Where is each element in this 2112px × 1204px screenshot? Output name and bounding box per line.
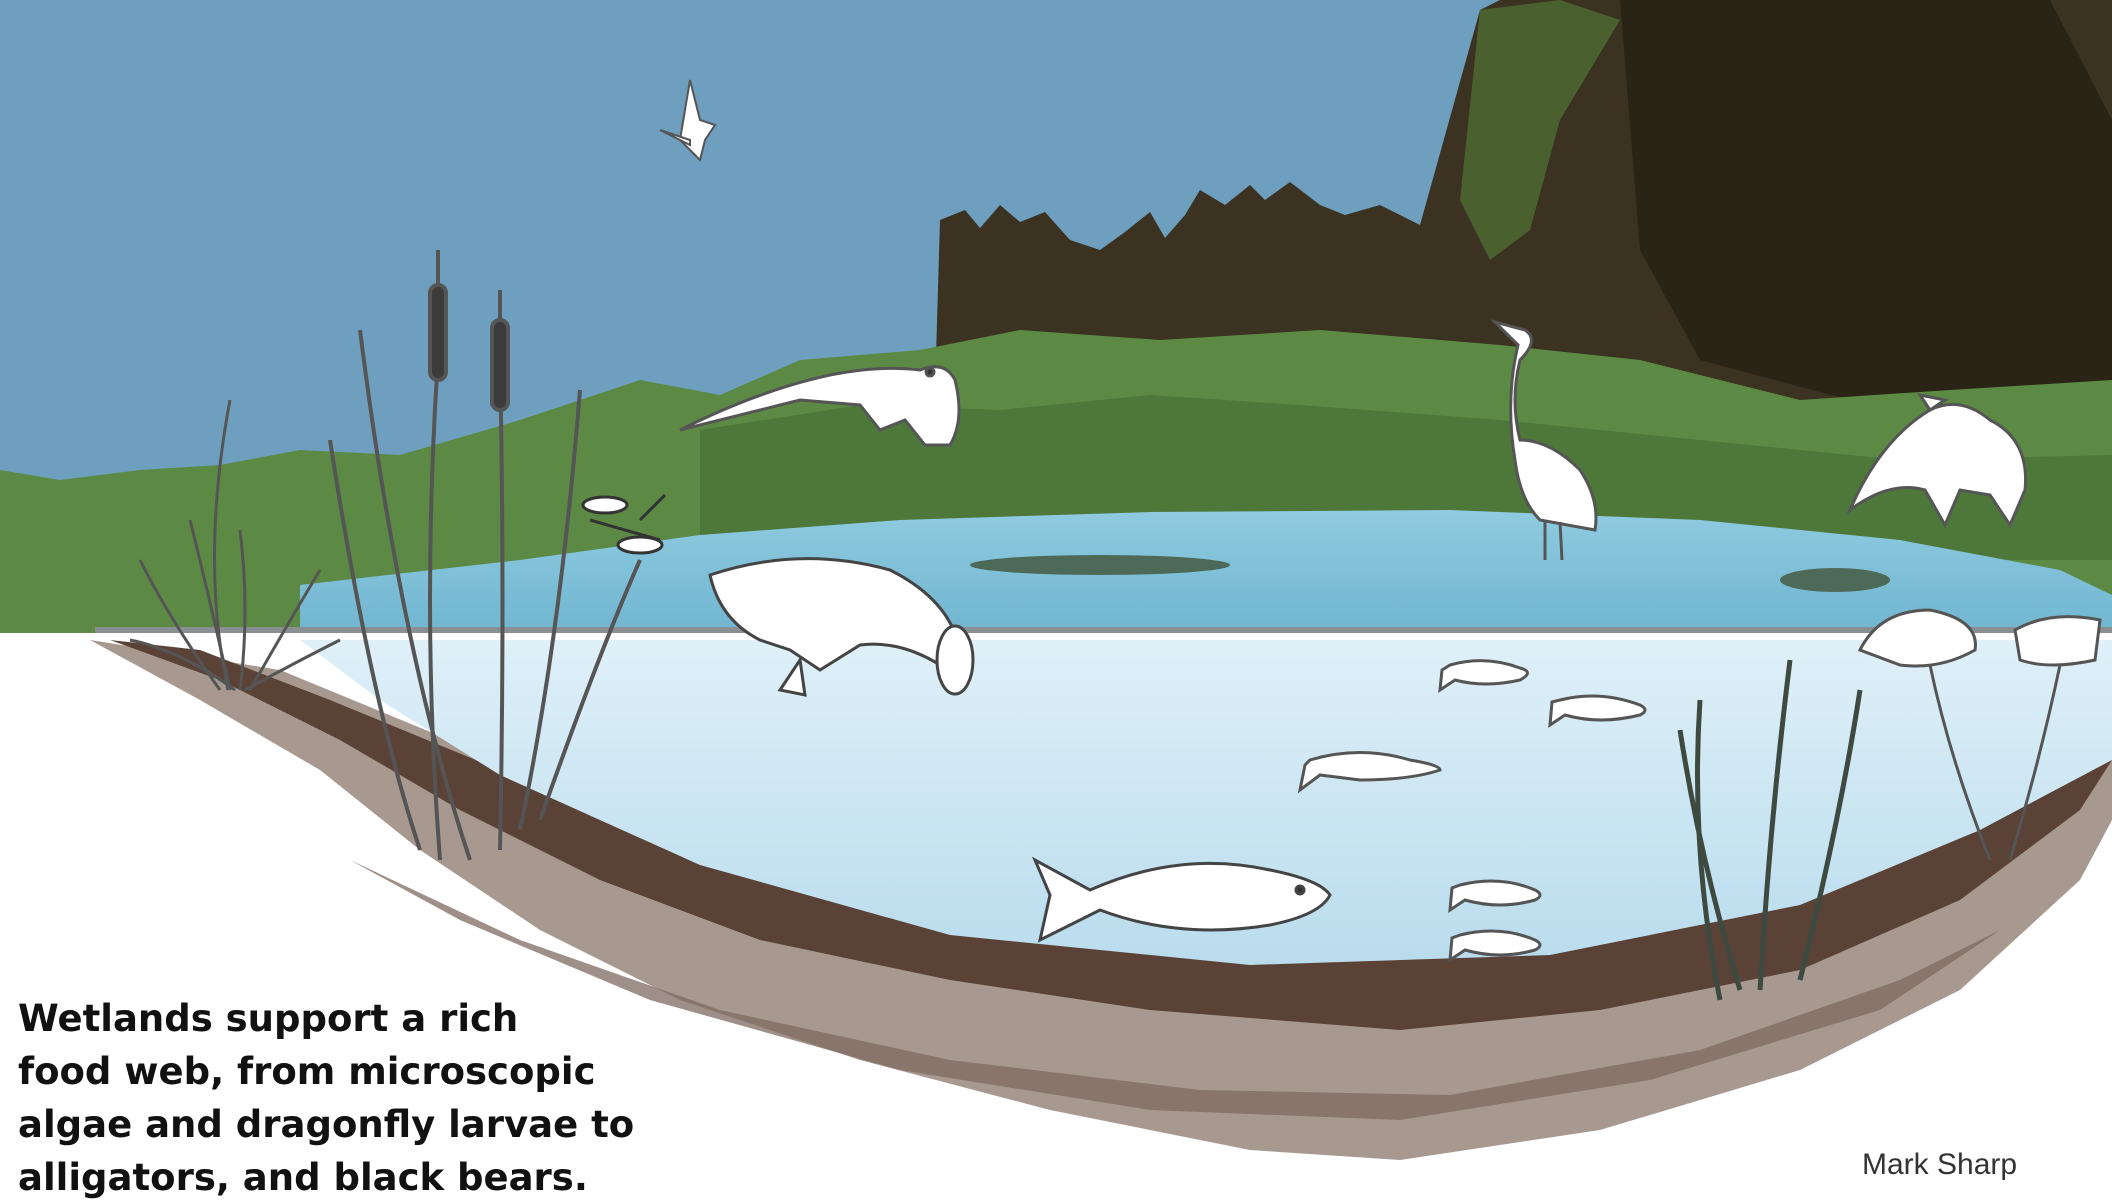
caption-line: food web, from microscopic	[18, 1045, 678, 1098]
caption-line: Wetlands support a rich	[18, 992, 678, 1045]
caption-line: alligators, and black bears.	[18, 1151, 678, 1204]
caption-line: algae and dragonfly larvae to	[18, 1098, 678, 1151]
caption: Wetlands support a rich food web, from m…	[18, 992, 678, 1204]
